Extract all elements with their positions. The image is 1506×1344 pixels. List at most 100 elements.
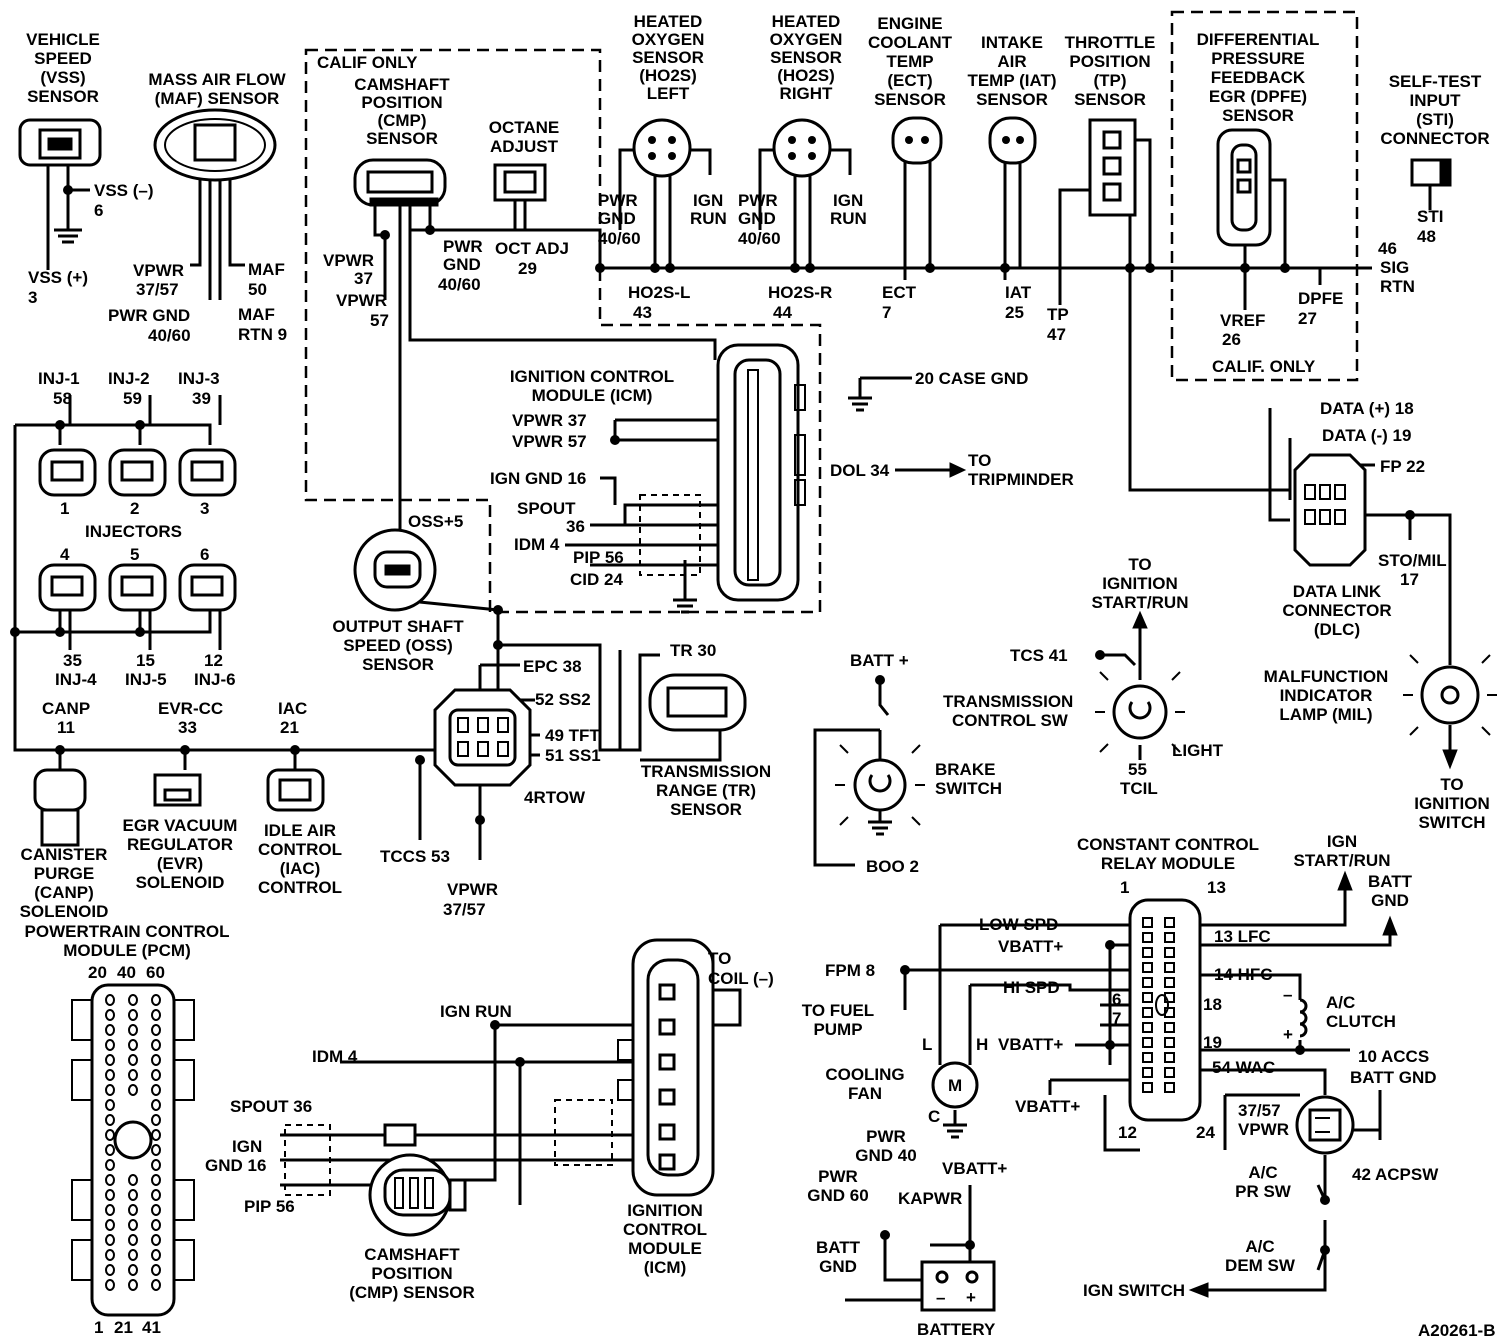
iat-pin: 25 <box>1005 303 1024 322</box>
trans-ss2: 52 SS2 <box>535 690 591 709</box>
constant-control-relay-module <box>1128 898 1202 1122</box>
ho2s-left-sensor <box>632 118 692 178</box>
sigrtn-l2: RTN <box>1380 277 1415 296</box>
batt-vbatt: VBATT+ <box>942 1159 1007 1178</box>
ccrm-pin <box>1142 1022 1153 1033</box>
ccrm-pin <box>1142 1007 1153 1018</box>
pcm-pin <box>128 1279 138 1291</box>
ac-clutch-coil <box>1299 998 1308 1038</box>
ccrm-pin <box>1142 947 1153 958</box>
maf-rtn: MAF <box>238 305 275 324</box>
iat-sensor <box>988 116 1037 165</box>
tp-sig: TP <box>1047 305 1069 324</box>
pcm-pin <box>151 1039 161 1051</box>
pcm-pin <box>105 1024 115 1036</box>
case-gnd-label: 20 CASE GND <box>915 369 1028 388</box>
pcm-pin <box>151 1189 161 1201</box>
pcm-pin <box>151 1114 161 1126</box>
injector-4 <box>38 563 97 612</box>
pcm-pin <box>151 1054 161 1066</box>
pcm-top-60: 60 <box>146 963 165 982</box>
cmp1-vpwr2: VPWR <box>336 291 387 310</box>
dpfe-sig: DPFE <box>1298 289 1343 308</box>
inj5-pin: 15 <box>136 651 155 670</box>
brake-boo: BOO 2 <box>866 857 919 876</box>
cmp-sensor-top <box>353 158 447 207</box>
cmp1-gnd: GND <box>443 255 481 274</box>
octane-pin-num: 29 <box>518 259 537 278</box>
ac-ignsw: IGN SWITCH <box>1083 1281 1185 1300</box>
octane-adjust-connector <box>493 163 547 202</box>
ccrm-pin <box>1142 1067 1153 1078</box>
trans-tft: 49 TFT <box>545 726 600 745</box>
ccrm-pin <box>1164 962 1175 973</box>
dlc-data-plus: DATA (+) 18 <box>1320 399 1414 418</box>
ccrm-pin <box>1164 1037 1175 1048</box>
calif-only-label: CALIF ONLY <box>317 53 418 72</box>
ac-pressure-switch <box>1295 1095 1355 1155</box>
tp-sensor <box>1088 118 1137 217</box>
vss-neg-pin: 6 <box>94 201 103 220</box>
inj2-num: 2 <box>130 499 139 518</box>
inj2-name: INJ-2 <box>108 369 150 388</box>
pcm-top-40: 40 <box>117 963 136 982</box>
maf-pwrgnd-pin: 40/60 <box>148 326 191 345</box>
inj6-pin: 12 <box>204 651 223 670</box>
icm1-cid: CID 24 <box>570 570 623 589</box>
tr-pin: TR 30 <box>670 641 716 660</box>
batt-title: BATTERY <box>917 1320 996 1339</box>
junction-dots <box>10 185 1415 1255</box>
pcm-bot-21: 21 <box>114 1318 133 1337</box>
oss-sensor <box>353 528 437 612</box>
icm2-ign: IGN <box>232 1137 262 1156</box>
mil-lamp <box>1403 648 1497 736</box>
inj5-num: 5 <box>130 545 139 564</box>
cmp-sensor-bottom <box>368 1153 467 1237</box>
ccrm-pin <box>1164 1067 1175 1078</box>
ccrm-19: 19 <box>1203 1033 1222 1052</box>
ccrm-wac: 54 WAC <box>1212 1058 1275 1077</box>
ccrm-lfc: 13 LFC <box>1214 927 1271 946</box>
cmp1-pwr: PWR <box>443 237 483 256</box>
trans-ss1: 51 SS1 <box>545 746 601 765</box>
pcm-pin <box>128 1024 138 1036</box>
ccrm-pin <box>1142 962 1153 973</box>
trans-tccs: TCCS 53 <box>380 847 450 866</box>
pcm-pin <box>105 1144 115 1156</box>
maf-vpwr-pin: 37/57 <box>136 280 179 299</box>
pcm-pin <box>128 1249 138 1261</box>
ho2s-right-pin: 44 <box>773 303 792 322</box>
pcm-pin <box>105 1084 115 1096</box>
vss-pos-label: VSS (+) <box>28 268 88 287</box>
ac-acpsw: 42 ACPSW <box>1352 1165 1439 1184</box>
ect-pin: 7 <box>882 303 891 322</box>
ect-sig: ECT <box>882 283 917 302</box>
pcm-pin <box>105 1114 115 1126</box>
pcm-pin <box>128 1189 138 1201</box>
pcm-pin <box>128 1219 138 1231</box>
tr-sensor <box>648 673 747 732</box>
icm2-spout: SPOUT 36 <box>230 1097 312 1116</box>
cmp1-pwrgnd-pin: 40/60 <box>438 275 481 294</box>
icm-top <box>716 343 806 602</box>
vss-neg-label: VSS (–) <box>94 181 154 200</box>
fan-c: C <box>928 1107 940 1126</box>
icm1-idm: IDM 4 <box>514 535 560 554</box>
